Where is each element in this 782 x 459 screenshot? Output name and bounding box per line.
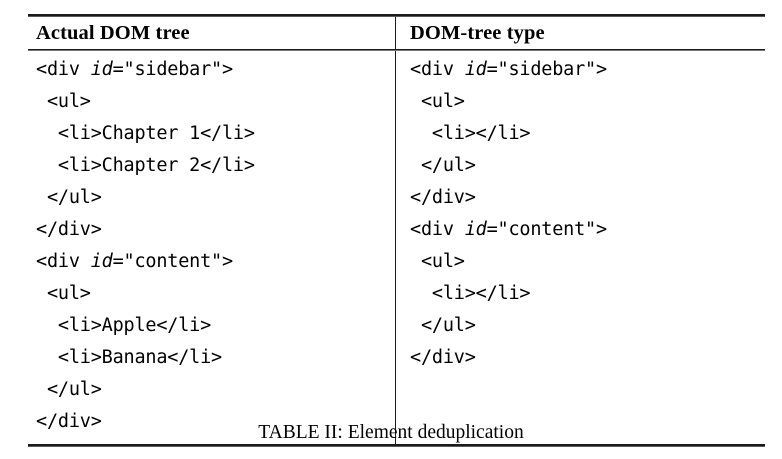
code-line: <div id="content"> [410,214,765,246]
code-line: </div> [410,342,765,374]
cell-dom-tree-type-code: <div id="sidebar"> <ul> <li></li> </ul><… [395,51,765,444]
header-cell-dom-tree-type: DOM-tree type [395,17,765,49]
table-top-rule [28,14,765,17]
code-text: ="sidebar"> [486,59,608,80]
code-line: </div> [36,406,395,438]
code-text: <div [36,251,91,272]
code-spacer [410,374,765,406]
code-text: <ul> [36,91,91,112]
header-cell-actual-dom-tree: Actual DOM tree [28,17,395,49]
code-text: ="content"> [486,219,608,240]
code-text: <div [36,59,91,80]
code-text: </ul> [36,187,102,208]
code-text: <li>Apple</li> [36,315,212,336]
code-text: ="content"> [112,251,234,272]
code-text: <li>Banana</li> [36,347,222,368]
code-text: <li>Chapter 1</li> [36,123,255,144]
code-line: <li>Chapter 2</li> [36,150,395,182]
code-text: </ul> [410,155,476,176]
code-line: </ul> [410,310,765,342]
code-text: <ul> [410,251,465,272]
table-header-rule [28,49,765,51]
code-text: <ul> [410,91,465,112]
code-text: <li>Chapter 2</li> [36,155,255,176]
table-caption: TABLE II: Element deduplication [258,422,524,443]
code-text: </ul> [36,379,102,400]
code-line: </ul> [36,182,395,214]
actual-dom-tree-code: <div id="sidebar"> <ul> <li>Chapter 1</l… [36,54,395,438]
code-line: <li></li> [410,278,765,310]
code-text: </div> [410,347,476,368]
code-text: </div> [410,187,476,208]
code-text: ="sidebar"> [112,59,234,80]
code-line: <li>Banana</li> [36,342,395,374]
code-text: <ul> [36,283,91,304]
dom-tree-type-code: <div id="sidebar"> <ul> <li></li> </ul><… [410,54,765,438]
code-text: <div [410,219,465,240]
attribute-name: id [90,251,113,272]
code-line: <ul> [410,246,765,278]
attribute-name: id [90,59,113,80]
code-text: <div [410,59,465,80]
code-line: <div id="content"> [36,246,395,278]
column-header-label: Actual DOM tree [36,22,190,44]
code-line: <ul> [36,86,395,118]
code-line: <div id="sidebar"> [36,54,395,86]
code-line: </ul> [36,374,395,406]
code-line: </ul> [410,150,765,182]
code-line: <li></li> [410,118,765,150]
code-text: </ul> [410,315,476,336]
code-line: <ul> [36,278,395,310]
comparison-table: Actual DOM tree DOM-tree type <div id="s… [28,14,765,447]
code-text: <li></li> [410,123,531,144]
cell-actual-dom-tree-code: <div id="sidebar"> <ul> <li>Chapter 1</l… [28,51,395,444]
table-bottom-rule [28,444,765,447]
code-text: </div> [36,219,102,240]
attribute-name: id [464,219,487,240]
table-header-row: Actual DOM tree DOM-tree type [28,17,765,49]
code-line: </div> [410,182,765,214]
attribute-name: id [464,59,487,80]
table-body-row: <div id="sidebar"> <ul> <li>Chapter 1</l… [28,51,765,444]
code-line: <li>Apple</li> [36,310,395,342]
code-line: <div id="sidebar"> [410,54,765,86]
code-line: <li>Chapter 1</li> [36,118,395,150]
column-header-label: DOM-tree type [410,22,545,44]
code-line: </div> [36,214,395,246]
code-text: <li></li> [410,283,531,304]
code-text: </div> [36,411,102,432]
code-line: <ul> [410,86,765,118]
